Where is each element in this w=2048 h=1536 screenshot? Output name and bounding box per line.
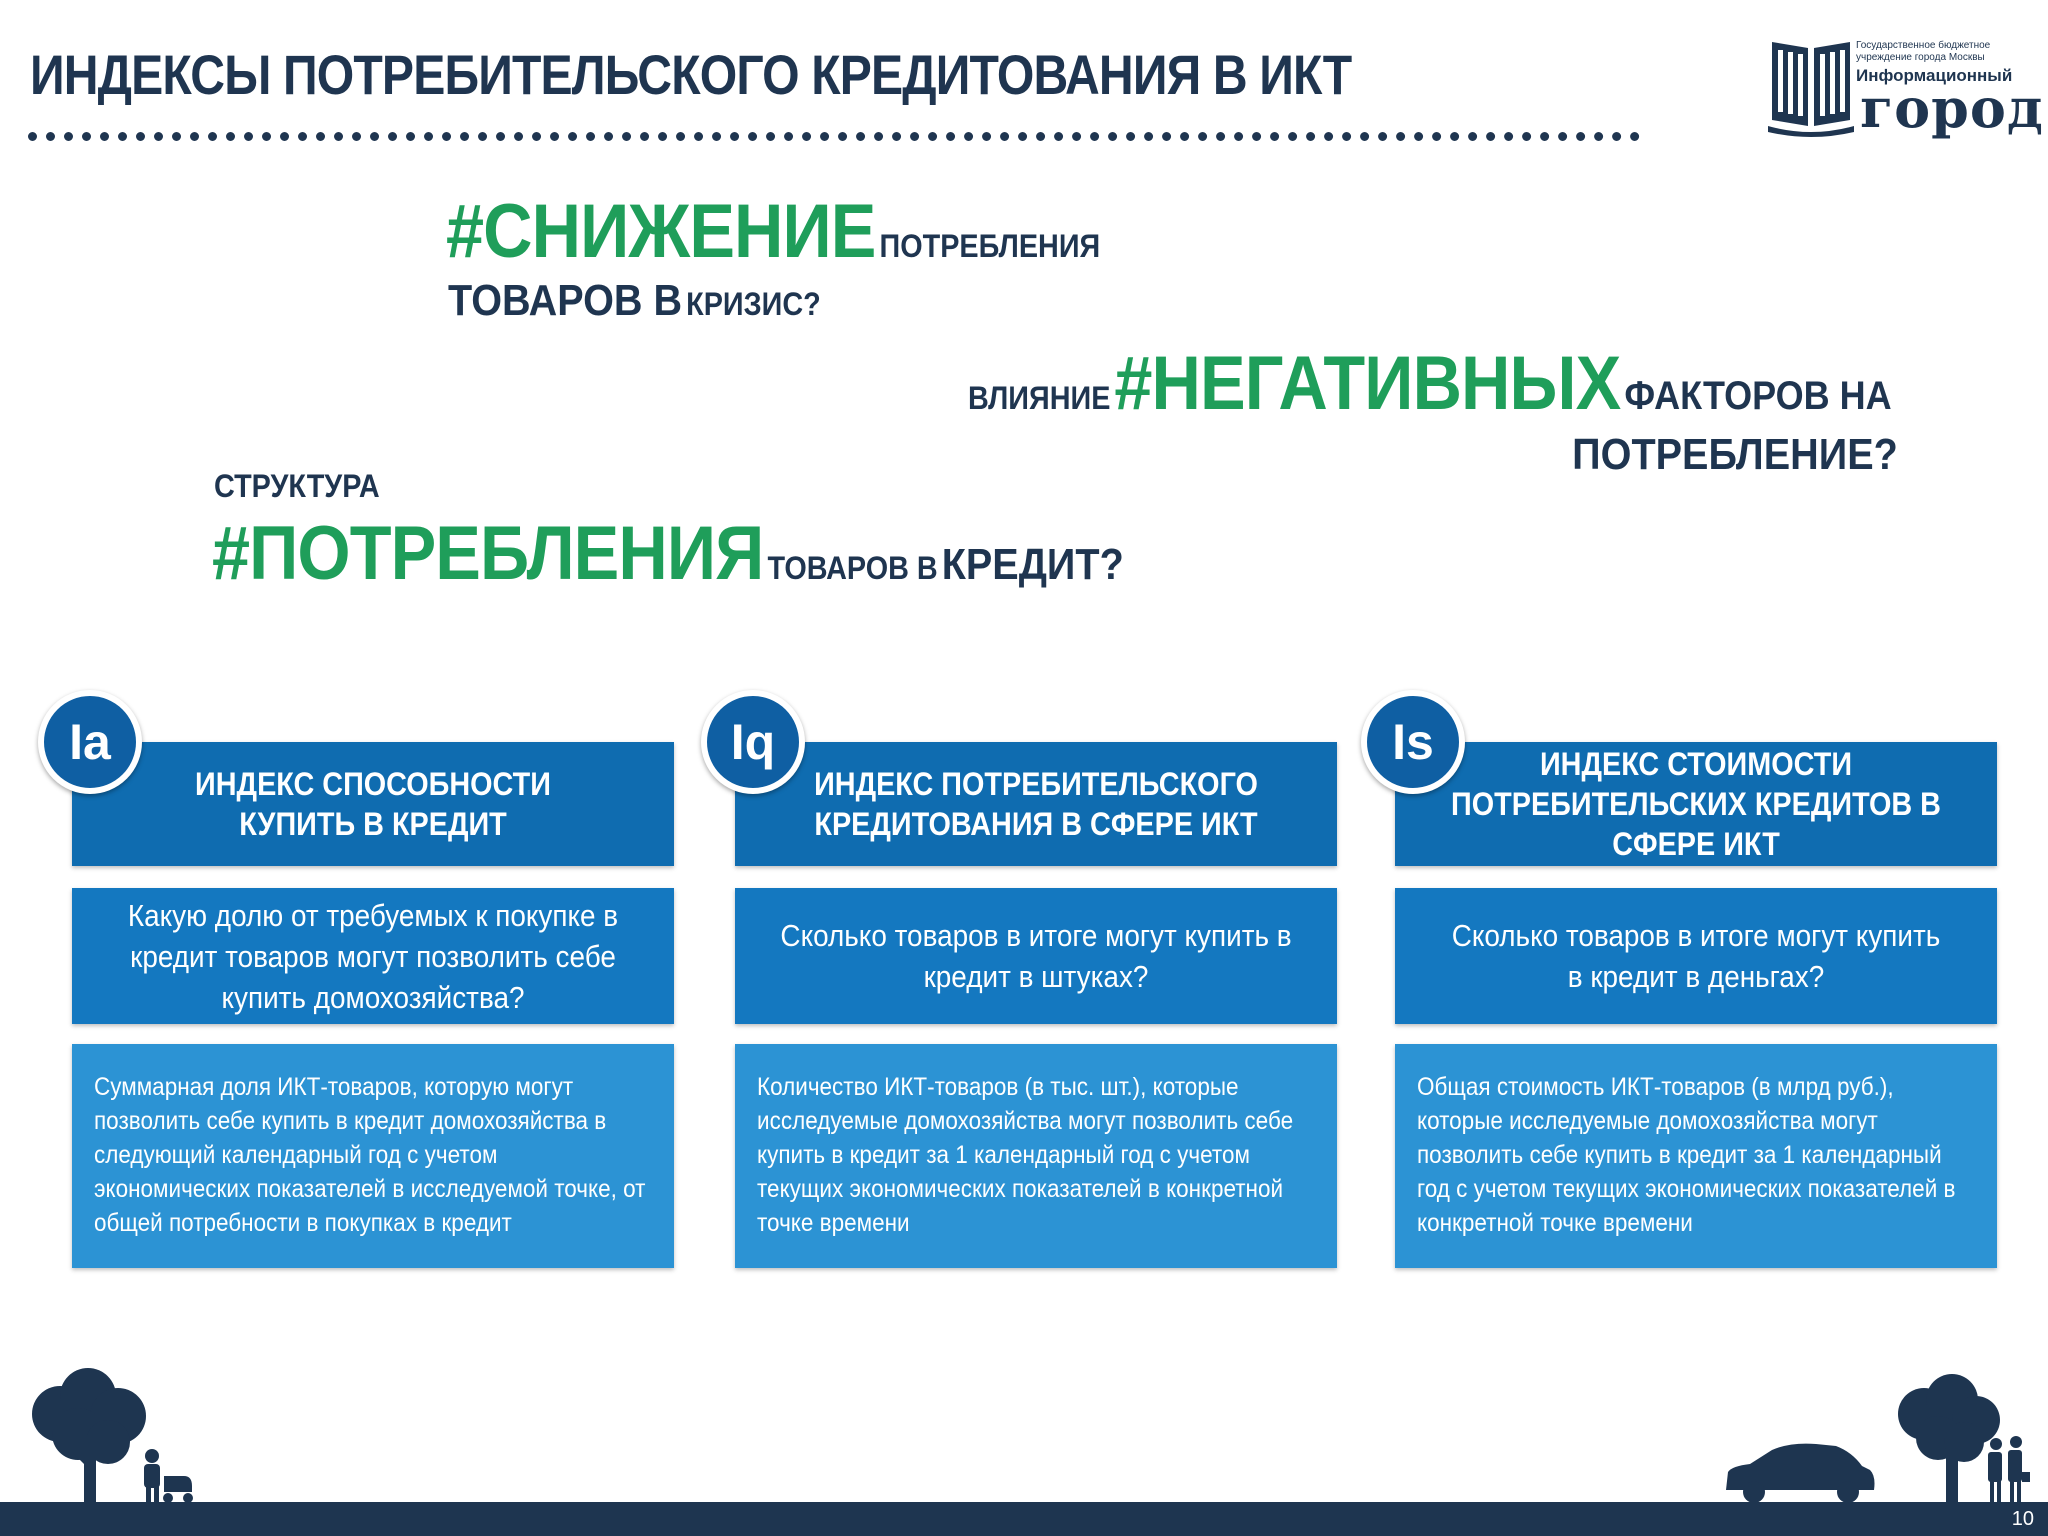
title-divider: [28, 132, 1640, 141]
card-description-text: Общая стоимость ИКТ-товаров (в млрд руб.…: [1417, 1073, 1956, 1237]
card-heading: ИНДЕКС СТОИМОСТИ ПОТРЕБИТЕЛЬСКИХ КРЕДИТО…: [1395, 742, 1997, 866]
card-question-text: Какую долю от требуемых к покупке в кред…: [127, 897, 619, 1015]
card-heading: ИНДЕКС СПОСОБНОСТИ КУПИТЬ В КРЕДИТ: [72, 742, 674, 866]
question-3-after-big: КРЕДИТ?: [941, 540, 1124, 589]
card-question-text: Сколько товаров в итоге могут купить в к…: [780, 918, 1292, 994]
logo: Государственное бюджетное учреждение гор…: [1768, 34, 2043, 138]
question-2-line2-text: ПОТРЕБЛЕНИЕ?: [1572, 430, 1898, 479]
question-1-line2-small: КРИЗИС?: [686, 286, 821, 322]
card-description: Общая стоимость ИКТ-товаров (в млрд руб.…: [1395, 1044, 1997, 1268]
card-badge: Ia: [38, 690, 142, 794]
page-number: 10: [2011, 1508, 2034, 1530]
car-tree-people-illustration: [1726, 1374, 2030, 1506]
question-3-hashtag: #ПОТРЕБЛЕНИЯ: [212, 511, 764, 596]
card-badge: Is: [1361, 690, 1465, 794]
card-description-text: Суммарная доля ИКТ-товаров, которую могу…: [94, 1073, 646, 1237]
logo-brand-line2: город: [1860, 76, 2044, 140]
question-2-before: ВЛИЯНИЕ: [968, 380, 1111, 416]
card-badge: Iq: [701, 690, 805, 794]
card-question: Сколько товаров в итоге могут купить в к…: [735, 888, 1337, 1024]
card-question: Сколько товаров в итоге могут купить в к…: [1395, 888, 1997, 1024]
card-heading-text: ИНДЕКС СТОИМОСТИ ПОТРЕБИТЕЛЬСКИХ КРЕДИТО…: [1451, 746, 1941, 862]
tree-and-family-illustration: [32, 1368, 193, 1506]
logo-org-line2: учреждение города Москвы: [1856, 52, 1985, 63]
logo-brand-line1: Информационный: [1856, 66, 2013, 85]
logo-org-text: Государственное бюджетное учреждение гор…: [1856, 40, 2006, 64]
question-3-line2: #ПОТРЕБЛЕНИЯ ТОВАРОВ В КРЕДИТ?: [212, 510, 1124, 597]
card-description: Количество ИКТ-товаров (в тыс. шт.), кот…: [735, 1044, 1337, 1268]
question-2-line1: ВЛИЯНИЕ #НЕГАТИВНЫХ ФАКТОРОВ НА: [968, 340, 1892, 427]
question-2-line2: ПОТРЕБЛЕНИЕ?: [1572, 430, 1898, 480]
card-question-text: Сколько товаров в итоге могут купить в к…: [1451, 918, 1941, 994]
card-question: Какую долю от требуемых к покупке в кред…: [72, 888, 674, 1024]
book-logo-icon: [1768, 42, 1854, 137]
card-description-text: Количество ИКТ-товаров (в тыс. шт.), кот…: [757, 1073, 1294, 1237]
question-2-after: ФАКТОРОВ НА: [1624, 374, 1892, 418]
question-1-line2: ТОВАРОВ В КРИЗИС?: [448, 276, 821, 326]
card-heading: ИНДЕКС ПОТРЕБИТЕЛЬСКОГО КРЕДИТОВАНИЯ В С…: [735, 742, 1337, 866]
card-heading-text: ИНДЕКС СПОСОБНОСТИ КУПИТЬ В КРЕДИТ: [195, 766, 551, 842]
question-1-line2-big: ТОВАРОВ В: [448, 276, 683, 325]
question-3-line1-text: СТРУКТУРА: [214, 468, 380, 504]
logo-org-line1: Государственное бюджетное: [1856, 40, 1991, 51]
question-1-line1: #СНИЖЕНИЕ ПОТРЕБЛЕНИЯ: [446, 188, 1100, 275]
card-description: Суммарная доля ИКТ-товаров, которую могу…: [72, 1044, 674, 1268]
card-heading-text: ИНДЕКС ПОТРЕБИТЕЛЬСКОГО КРЕДИТОВАНИЯ В С…: [814, 766, 1258, 842]
question-1-hashtag: #СНИЖЕНИЕ: [446, 189, 876, 274]
question-2-hashtag: #НЕГАТИВНЫХ: [1114, 341, 1621, 426]
question-3-line1: СТРУКТУРА: [214, 468, 380, 505]
page-title: ИНДЕКСЫ ПОТРЕБИТЕЛЬСКОГО КРЕДИТОВАНИЯ В …: [30, 43, 1352, 106]
question-1-after: ПОТРЕБЛЕНИЯ: [879, 228, 1101, 264]
footer-band: [0, 1502, 2048, 1536]
question-3-after-small: ТОВАРОВ В: [767, 550, 938, 586]
